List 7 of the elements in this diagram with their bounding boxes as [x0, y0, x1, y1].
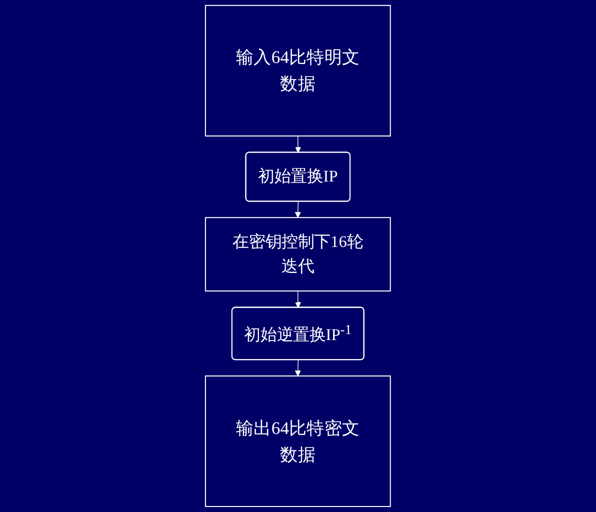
arrow: [295, 201, 301, 218]
node-box: 在密钥控制下16轮迭代: [205, 217, 391, 292]
arrow: [295, 360, 301, 376]
arrow: [295, 290, 302, 308]
node-box: 输出64比特密文数据: [205, 375, 391, 508]
node-box: 输入64比特明文数据: [205, 4, 391, 136]
arrow: [295, 136, 302, 153]
